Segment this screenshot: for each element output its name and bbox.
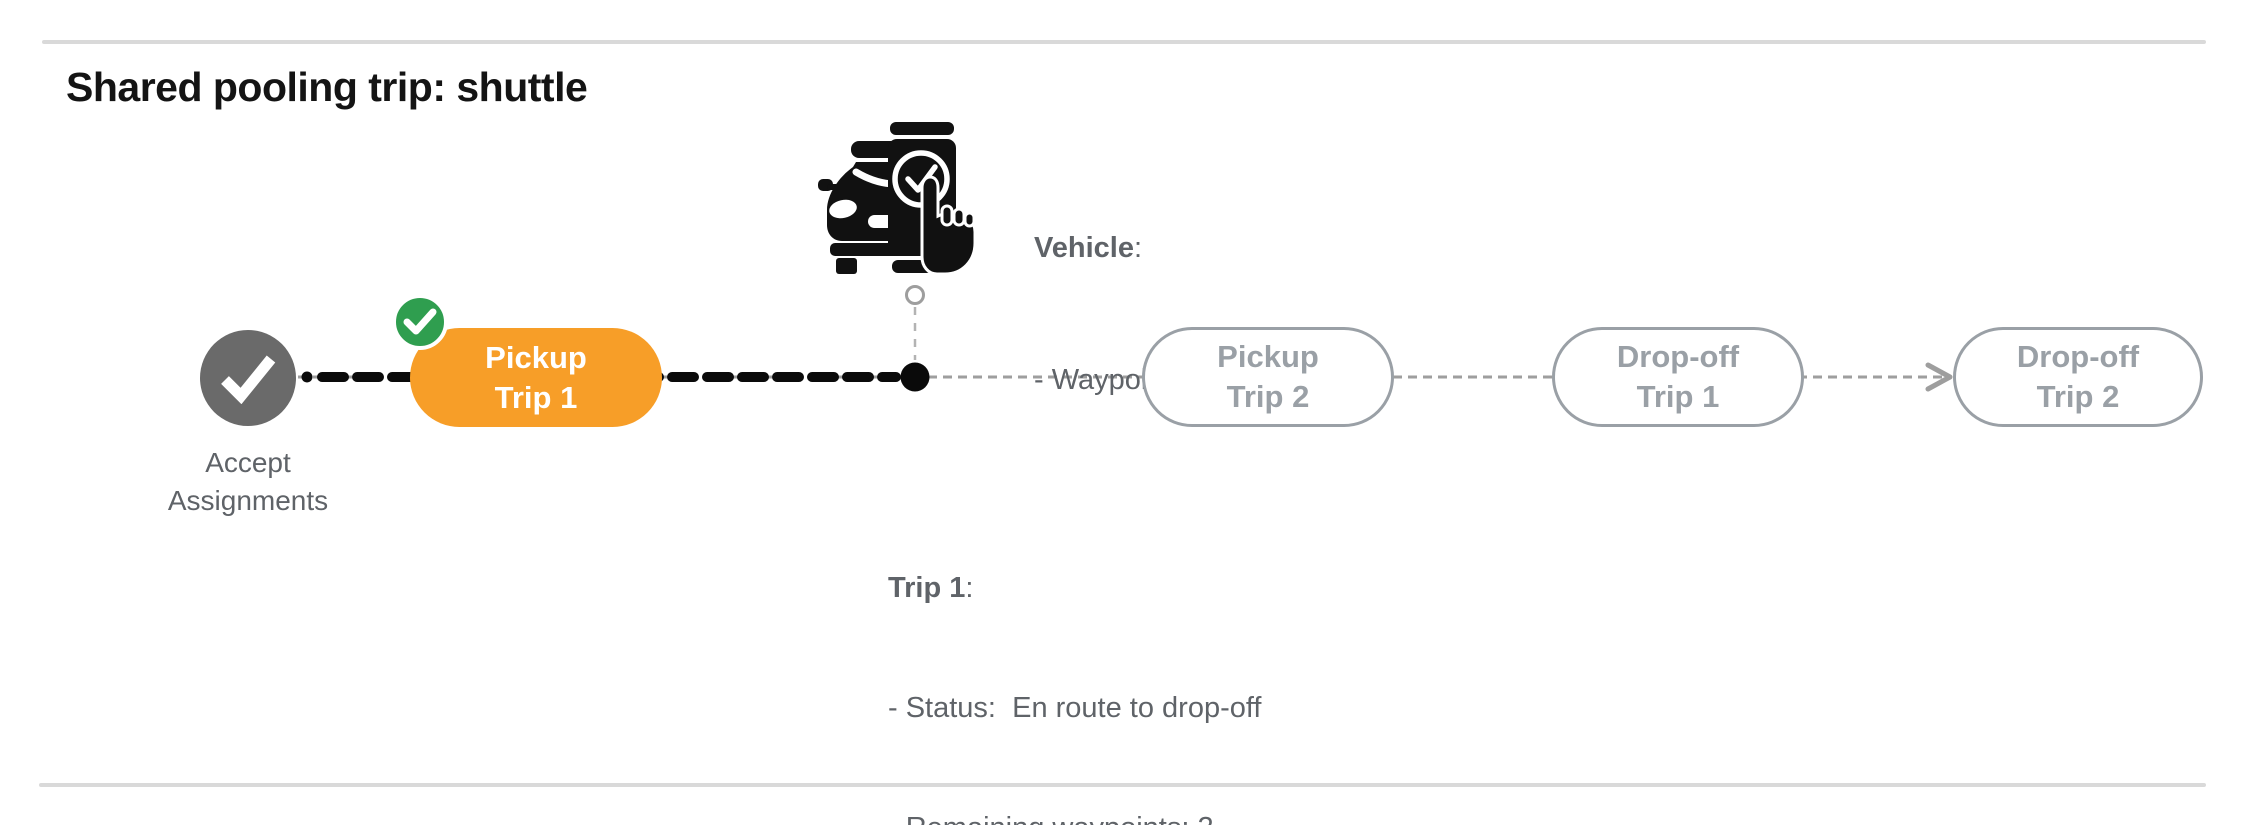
accept-assignments-label-line1: Accept [205, 447, 291, 478]
vehicle-stem-circle [905, 285, 925, 305]
stop-pickup-trip-2-line1: Pickup [1217, 339, 1319, 374]
check-badge-icon [403, 308, 437, 335]
stop-dropoff-trip-2-line2: Trip 2 [2036, 379, 2120, 414]
trip-1-heading: Trip 1: [888, 568, 1261, 608]
stop-pickup-trip-1-line2: Trip 1 [494, 379, 578, 415]
vehicle-info-colon: : [1133, 232, 1143, 264]
trip-1-colon: : [965, 572, 974, 604]
current-position-dot [900, 362, 930, 392]
stop-dropoff-trip-1-line1: Drop-off [1616, 339, 1740, 374]
check-icon [221, 355, 276, 404]
route-arrowhead [1925, 362, 1953, 392]
bottom-divider [39, 783, 2206, 787]
pickup-trip-1-completed-badge [392, 294, 448, 350]
stop-pickup-trip-2-line2: Trip 2 [1226, 379, 1310, 414]
vehicle-info: Vehicle: - Waypoints: 3 [1034, 138, 1218, 490]
stop-pickup-trip-1-line1: Pickup [485, 339, 587, 375]
trip-details: Trip 1: - Status: En route to drop-off -… [888, 488, 1261, 825]
accept-assignments-label-line2: Assignments [167, 485, 329, 516]
vehicle-check-icon [818, 122, 977, 276]
vehicle-info-title: Vehicle: [1034, 226, 1218, 270]
vehicle-info-label: Vehicle [1034, 232, 1134, 264]
trip-1-status-line: - Status: En route to drop-off [888, 692, 1262, 724]
trip-1-waypoints-line: - Remaining waypoints: 2 [888, 808, 1261, 825]
accept-assignments-node [200, 330, 296, 426]
stop-dropoff-trip-2: Drop-off Trip 2 [1953, 327, 2203, 427]
stop-dropoff-trip-1: Drop-off Trip 1 [1552, 327, 1804, 427]
page-title: Shared pooling trip: shuttle [66, 64, 588, 110]
stop-pickup-trip-2: Pickup Trip 2 [1142, 327, 1394, 427]
stop-dropoff-trip-1-line2: Trip 1 [1636, 379, 1720, 414]
trip-1-label: Trip 1 [888, 572, 966, 604]
progress-start-dot [301, 371, 313, 383]
top-divider [42, 40, 2206, 44]
stop-dropoff-trip-2-line1: Drop-off [2016, 339, 2140, 374]
accept-assignments-label: Accept Assignments [98, 444, 398, 520]
stop-pickup-trip-1: Pickup Trip 1 [410, 328, 662, 427]
